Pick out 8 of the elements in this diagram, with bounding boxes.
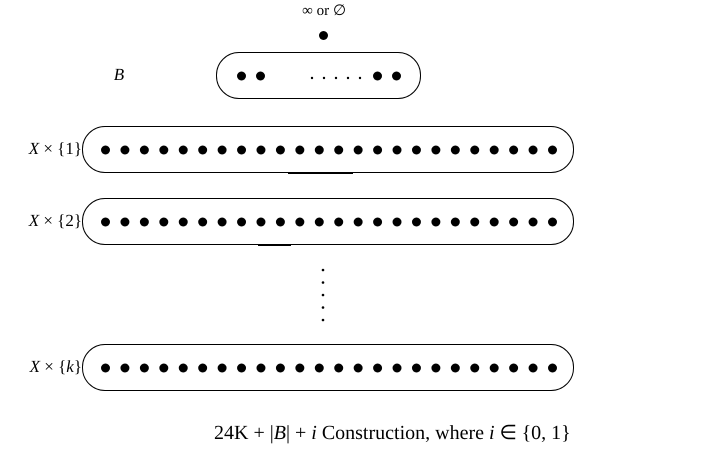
- set-label: X × {k}: [28, 358, 82, 375]
- point-dot: [319, 31, 328, 40]
- rounded-set-box: [216, 52, 421, 99]
- set-name: B: [112, 66, 126, 83]
- set-label: ∞ or ∅: [301, 4, 347, 19]
- caption: 24K + |B| + i Construction, where i ∈ {0, 1}: [214, 423, 571, 443]
- set-label: X × {1}: [27, 140, 82, 157]
- set-label: X × {2}: [27, 212, 82, 229]
